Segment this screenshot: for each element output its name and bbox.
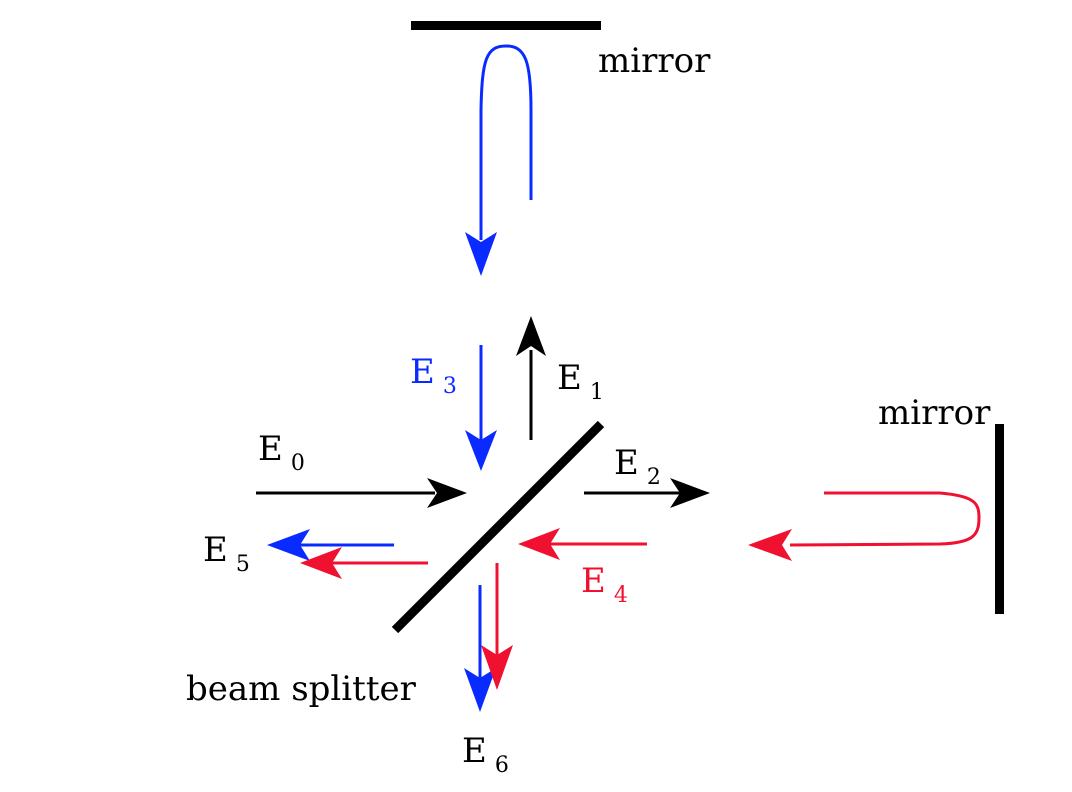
e5-blue-arrowhead [267, 529, 310, 561]
e6-red-arrowhead [481, 645, 513, 690]
top-mirror [411, 21, 601, 30]
blue-return-arrowhead [465, 232, 497, 276]
red-return-loop [789, 491, 981, 547]
beam-splitter-label: beam splitter [186, 669, 417, 709]
e1-arrowhead [516, 316, 546, 356]
e0-arrowhead [427, 478, 467, 508]
e3-arrowhead [465, 430, 497, 471]
e5-red-arrowhead [300, 547, 342, 579]
right-mirror [995, 424, 1004, 614]
e6-blue-arrowhead [464, 668, 496, 712]
beam-splitter [391, 420, 605, 634]
mirror-right-label: mirror [878, 393, 991, 433]
e4-arrowhead [518, 528, 560, 560]
blue-return-loop [479, 44, 533, 240]
mirror-top-label: mirror [598, 41, 711, 81]
red-return-arrowhead [748, 529, 792, 561]
e2-arrowhead [670, 478, 710, 508]
